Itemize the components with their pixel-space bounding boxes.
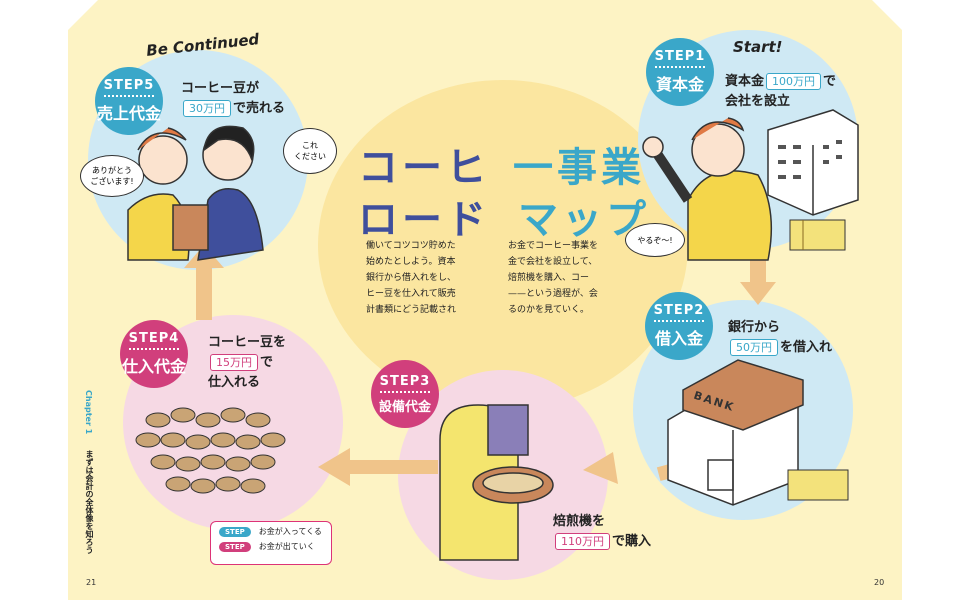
intro-right-line: 金で会社を設立して、 [508, 257, 598, 267]
page-number-left: 21 [86, 578, 97, 587]
title-part-c: 一事業 [513, 145, 645, 191]
coffee-beans-illustration [135, 407, 286, 494]
step1-pre: 資本金 [725, 74, 765, 89]
step2-post: を借入れ [780, 340, 833, 355]
step5-badge: STEP5 売上代金 [95, 67, 163, 135]
step3-text: 焙煎機を 110万円で購入 [553, 512, 651, 552]
legend-out-text: お金が出ていく [258, 542, 315, 551]
step3-number: STEP3 [379, 374, 431, 393]
intro-left-line: ヒー豆を仕入れて販売 [366, 289, 456, 299]
step4-line2: 仕入れる [208, 375, 261, 390]
step4-name: 仕入代金 [121, 357, 186, 376]
arigato-bubble: ありがとう ございます! [80, 155, 144, 197]
legend-row-in: STEP お金が入ってくる [219, 526, 323, 537]
legend-in-tag: STEP [219, 526, 251, 537]
step2-pre: 銀行から [728, 320, 781, 335]
flow-arrows [184, 245, 776, 486]
step2-name: 借入金 [654, 329, 703, 348]
chapter-label: Chapter 1 [84, 390, 93, 435]
roaster-illustration [439, 404, 554, 561]
title-part-a: コーヒ [358, 145, 490, 191]
chapter-subtitle: まずは会計の全体像を知ろう [85, 450, 94, 554]
step3-badge: STEP3 設備代金 [371, 360, 439, 428]
page-corners [68, 0, 902, 30]
spread-page: コーヒ ロード 一事業 マップ 働いてコツコツ貯めた 始めたとしよう。資本 銀行… [68, 0, 902, 600]
step5-amount: 30万円 [183, 100, 231, 117]
intro-left-line: 始めたとしよう。資本 [366, 257, 456, 267]
money-stack-1 [789, 219, 846, 251]
step5-pre: コーヒー豆が [181, 81, 260, 96]
step4-pre: コーヒー豆を [208, 335, 287, 350]
step5-text: コーヒー豆が 30万円で売れる [181, 79, 285, 119]
money-stack-2 [787, 469, 849, 501]
customer-illustration [197, 125, 264, 261]
step2-text: 銀行から 50万円を借入れ [728, 318, 832, 358]
page-number-right: 20 [874, 578, 885, 587]
legend-in-text: お金が入ってくる [258, 527, 322, 536]
step2-number: STEP2 [653, 303, 705, 322]
step1-amount: 100万円 [766, 73, 822, 90]
intro-right-line: お金でコーヒー事業を [508, 241, 599, 251]
seller-illustration [127, 127, 209, 261]
step3-post: で購入 [612, 534, 652, 549]
legend-out-tag: STEP [219, 541, 251, 552]
step5-number: STEP5 [103, 78, 155, 97]
intro-left-line: 銀行から借入れをし、 [366, 273, 457, 283]
step1-post: で [823, 74, 837, 89]
step4-badge: STEP4 仕入代金 [120, 320, 188, 388]
company-building-illustration [767, 109, 859, 216]
step4-text: コーヒー豆を 15万円で 仕入れる [208, 333, 286, 393]
bank-building-illustration [667, 359, 804, 506]
step5-post: で売れる [233, 101, 286, 116]
step3-name: 設備代金 [378, 399, 431, 415]
start-handwritten: Start! [733, 38, 783, 56]
step3-amount: 110万円 [555, 533, 610, 550]
intro-left-line: 働いてコツコツ貯めた [366, 241, 456, 251]
map-title: コーヒ ロード 一事業 マップ [358, 135, 678, 245]
title-part-b: ロード [358, 197, 490, 243]
step2-badge: STEP2 借入金 [645, 292, 713, 360]
step3-pre: 焙煎機を [553, 514, 606, 529]
intro-right: お金でコーヒー事業を 金で会社を設立して、 焙煎機を購入、コー ——という過程が… [508, 238, 598, 318]
step1-name: 資本金 [655, 75, 704, 94]
legend-box: STEP お金が入ってくる STEP お金が出ていく [210, 521, 332, 565]
step2-amount: 50万円 [730, 339, 778, 356]
yaru-bubble: やるぞ〜! [625, 223, 685, 257]
title-part-d: マップ [518, 197, 650, 243]
step5-name: 売上代金 [96, 104, 161, 123]
step4-post: で [260, 355, 274, 370]
intro-left-line: 計書類にどう記載され [366, 305, 457, 315]
legend-row-out: STEP お金が出ていく [219, 541, 323, 552]
step1-line2: 会社を設立 [725, 94, 791, 109]
kore-bubble: これ ください [283, 128, 337, 174]
intro-left: 働いてコツコツ貯めた 始めたとしよう。資本 銀行から借入れをし、 ヒー豆を仕入れ… [366, 238, 456, 318]
step4-amount: 15万円 [210, 354, 258, 371]
intro-right-line: 焙煎機を購入、コー [508, 273, 590, 283]
illustration-layer [127, 109, 859, 561]
man-illustration [642, 117, 773, 261]
step4-number: STEP4 [128, 331, 180, 350]
intro-right-line: ——という過程が、会 [508, 289, 598, 299]
step1-badge: STEP1 資本金 [646, 38, 714, 106]
intro-right-line: るのかを見ていく。 [508, 305, 590, 315]
step1-number: STEP1 [654, 49, 706, 68]
